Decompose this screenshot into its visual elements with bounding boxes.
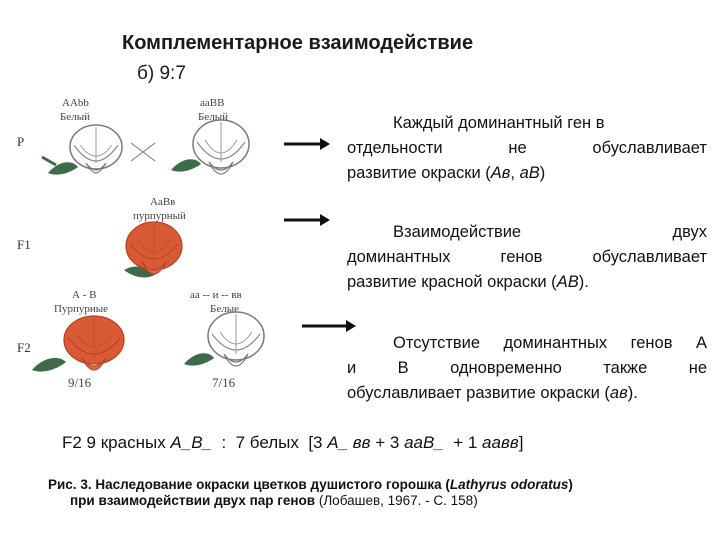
generation-label-f1: F1 [17, 237, 31, 252]
statement-2: Взаимодействие двух доминантных генов об… [347, 220, 707, 295]
f2-genotype-2: ааВ_ [404, 433, 444, 452]
f2-left-genotype: А - В [72, 289, 97, 301]
f2-left-ratio: 9/16 [68, 375, 92, 390]
statement-3-line-1: Отсутствие доминантных генов А [393, 334, 707, 352]
f2-right-white-flower-icon [184, 311, 265, 367]
statement-1: Каждый доминантный ген в отдельности не … [347, 111, 707, 186]
arrow-right-icon [284, 138, 330, 150]
statement-1-line-2: отдельности не обуславливает [347, 139, 707, 157]
statement-3-line-3: обуславливает развитие окраски (ав). [347, 384, 638, 402]
p-left-white-flower-icon [41, 124, 123, 175]
statement-3: Отсутствие доминантных генов А и В однов… [347, 331, 707, 406]
f1-red-flower-icon [124, 221, 183, 278]
statement-2-line-3: развитие красной окраски (АВ). [347, 273, 589, 291]
caption-line-1: Рис. 3. Наследование окраски цветков душ… [48, 477, 573, 492]
f2-right-ratio: 7/16 [212, 375, 236, 390]
generation-label-f2: F2 [17, 340, 31, 355]
page-subtitle: б) 9:7 [137, 63, 186, 84]
page-title: Комплементарное взаимодействие [122, 32, 474, 54]
arrow-right-icon [284, 214, 330, 226]
f2-genotype-1: А_ вв [327, 433, 371, 452]
arrow-right-icon [302, 320, 356, 332]
f2-genotype-3: аавв [482, 433, 519, 452]
f2-right-genotype: аа -- и -- вв [190, 289, 242, 301]
figure-caption: Рис. 3. Наследование окраски цветков душ… [48, 477, 573, 509]
statement-3-line-2: и В одновременно также не [347, 359, 707, 377]
p-left-color: Белый [60, 111, 90, 123]
f2-result-prefix: F2 9 красных [62, 433, 171, 452]
caption-line-2: при взаимодействии двух пар генов (Лобаш… [70, 493, 478, 508]
statement-2-line-2: доминантных генов обуславливает [347, 248, 707, 266]
p-left-genotype: ААbb [62, 97, 89, 109]
p-right-white-flower-icon [171, 119, 250, 175]
statement-2-line-1: Взаимодействие двух [393, 223, 707, 241]
f2-result-middle: : 7 белых [3 [212, 433, 328, 452]
cross-icon [130, 142, 156, 162]
statement-1-line-1: Каждый доминантный ген в [347, 111, 707, 136]
f1-genotype: AaBв [150, 196, 176, 208]
f2-left-red-flower-icon [32, 315, 125, 372]
p-right-genotype: aaBB [200, 97, 225, 109]
f2-genotype-red: А_В_ [170, 433, 213, 452]
f1-color: пурпурный [133, 210, 186, 222]
f2-result-line: F2 9 красных А_В_ : 7 белых [3 А_ вв + 3… [62, 433, 524, 452]
statement-1-line-3: развитие окраски (Ав, аВ) [347, 164, 546, 182]
generation-label-p: P [17, 134, 25, 149]
f2-left-color: Пурпурные [54, 303, 108, 315]
statement-1-text-a: Каждый доминантный ген в [393, 114, 605, 132]
